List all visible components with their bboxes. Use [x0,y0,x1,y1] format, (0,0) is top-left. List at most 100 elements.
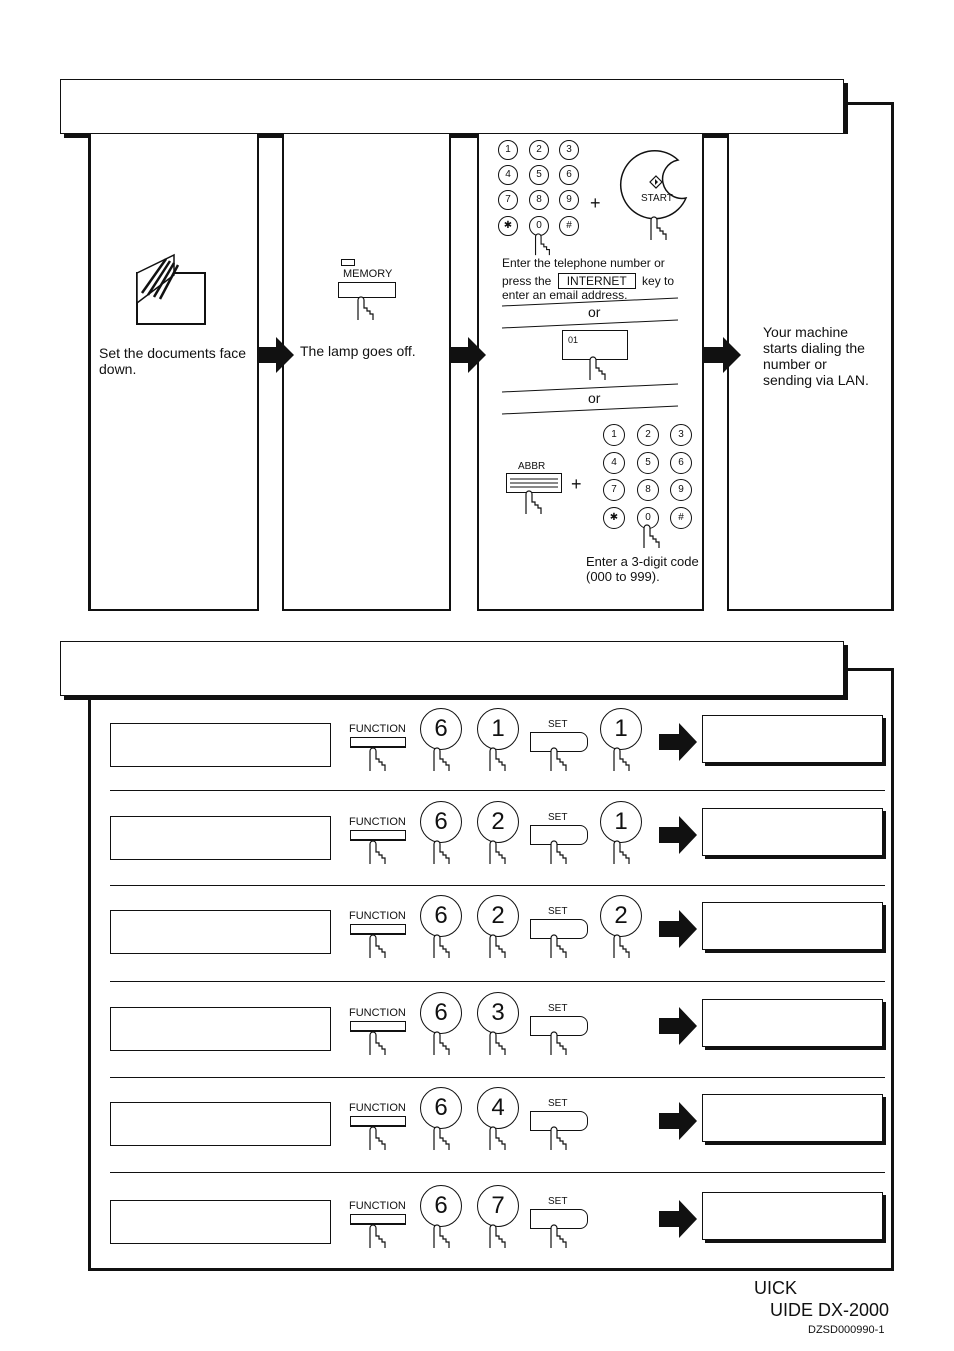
finger-press-icon [534,233,550,256]
digit-key[interactable]: 6 [420,708,462,750]
keypad-key[interactable]: # [559,216,579,236]
digit-key[interactable]: 6 [420,801,462,843]
set-button[interactable] [530,732,588,752]
function-button[interactable] [350,737,406,748]
keypad-key[interactable]: 1 [603,424,625,446]
finger-press-icon [369,747,386,771]
section2-header [60,641,844,696]
finger-press-icon [433,934,450,958]
digit-key[interactable]: 1 [477,708,519,750]
keypad-key[interactable]: 7 [498,190,518,210]
set-button[interactable] [530,825,588,845]
instruction-post: key to [642,274,675,288]
keypad-key[interactable]: 8 [529,190,549,210]
digit-key[interactable]: 2 [477,895,519,937]
digit-key[interactable]: 6 [420,992,462,1034]
set-label: SET [548,1098,568,1109]
code-text: Enter a 3-digit code (000 to 999). [586,554,699,584]
arrow-right-icon [450,337,486,373]
row-label-box [110,1007,331,1051]
keypad-key[interactable]: 3 [670,424,692,446]
digit-key[interactable]: 7 [477,1185,519,1227]
arrow-right-icon [703,337,741,373]
result-display [702,715,883,763]
function-button[interactable] [350,1214,406,1225]
keypad-key[interactable]: ✱ [498,216,518,236]
result-display [702,1192,883,1240]
set-button[interactable] [530,1111,588,1131]
function-button[interactable] [350,1021,406,1032]
finger-press-icon [550,1224,567,1248]
keypad-key[interactable]: # [670,507,692,529]
row-label-box [110,910,331,954]
keypad-key[interactable]: ✱ [603,507,625,529]
start-button[interactable] [620,148,692,220]
instruction-line1: Enter the telephone number or [502,256,665,270]
digit-key[interactable]: 6 [420,1185,462,1227]
or-text: or [588,304,601,320]
keypad-key[interactable]: 0 [637,507,659,529]
row-divider [110,1172,885,1173]
or-text: or [588,390,601,406]
finger-press-icon [433,840,450,864]
finger-press-icon [433,1031,450,1055]
finger-press-icon [357,296,374,320]
digit-key[interactable]: 2 [477,801,519,843]
digit-key[interactable]: 6 [420,895,462,937]
keypad-key[interactable]: 9 [670,479,692,501]
keypad-key[interactable]: 9 [559,190,579,210]
onetouch-button[interactable]: 01 [562,330,628,360]
finger-press-icon [613,840,630,864]
footer-title-1: UICK [754,1278,798,1298]
set-label: SET [548,719,568,730]
keypad-key[interactable]: 3 [559,140,579,160]
function-button[interactable] [350,1116,406,1127]
digit-key[interactable]: 2 [600,895,642,937]
set-button[interactable] [530,1016,588,1036]
row-label-box [110,1200,331,1244]
keypad-key[interactable]: 1 [498,140,518,160]
finger-press-icon [650,216,667,240]
memory-button[interactable] [338,282,396,298]
digit-key[interactable]: 6 [420,1087,462,1129]
set-button[interactable] [530,919,588,939]
digit-key[interactable]: 1 [600,801,642,843]
digit-key[interactable]: 1 [600,708,642,750]
step4-text: Your machine starts dialing the number o… [763,324,869,388]
instruction-pre: press the [502,274,552,288]
digit-key[interactable]: 3 [477,992,519,1034]
result-display [702,1094,883,1142]
finger-press-icon [550,840,567,864]
keypad-key[interactable]: 6 [559,165,579,185]
keypad-key[interactable]: 5 [637,452,659,474]
set-button[interactable] [530,1209,588,1229]
keypad-key[interactable]: 4 [603,452,625,474]
plus-sign: + [571,474,582,494]
keypad-key[interactable]: 6 [670,452,692,474]
keypad-key[interactable]: 7 [603,479,625,501]
step4-column [727,134,894,611]
finger-press-icon [433,1126,450,1150]
keypad-key[interactable]: 8 [637,479,659,501]
keypad-key[interactable]: 2 [529,140,549,160]
keypad-key[interactable]: 2 [637,424,659,446]
plus-sign: + [590,193,601,213]
abbr-button[interactable] [506,473,562,493]
finger-press-icon [369,1126,386,1150]
finger-press-icon [550,1126,567,1150]
finger-press-icon [369,840,386,864]
keypad-key[interactable]: 5 [529,165,549,185]
footer-code: DZSD000990-1 [808,1324,885,1336]
arrow-right-icon [659,723,697,761]
function-button[interactable] [350,924,406,935]
row-label-box [110,816,331,860]
divider-line [501,383,679,415]
digit-key[interactable]: 4 [477,1087,519,1129]
function-button[interactable] [350,830,406,841]
instruction-line2: press the INTERNET key to [502,273,674,289]
function-label: FUNCTION [349,910,406,922]
result-display [702,902,883,950]
set-label: SET [548,812,568,823]
internet-key[interactable]: INTERNET [557,273,636,289]
keypad-key[interactable]: 4 [498,165,518,185]
